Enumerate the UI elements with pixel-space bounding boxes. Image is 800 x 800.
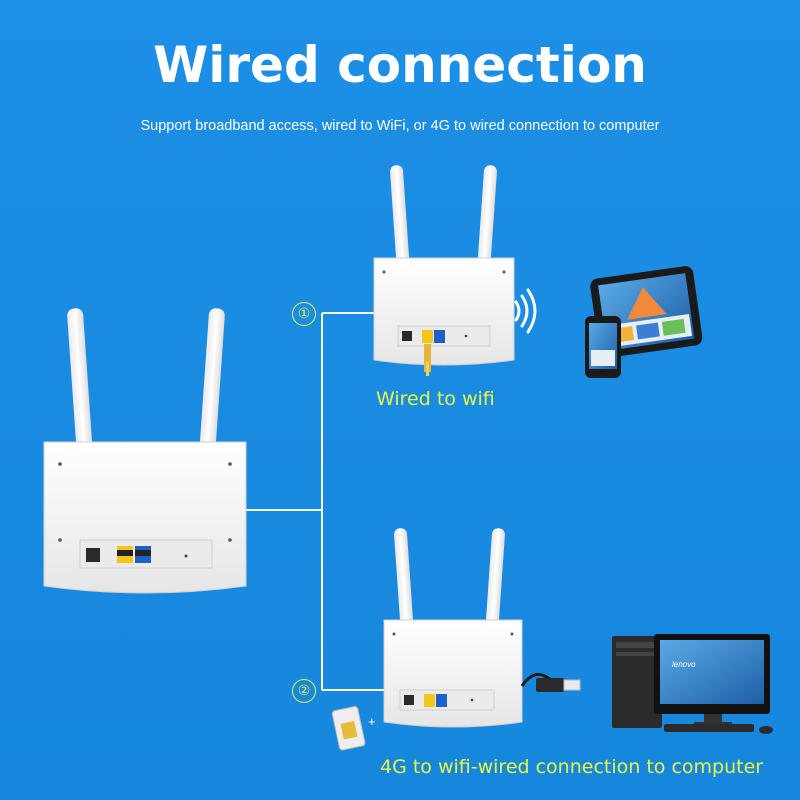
4g-router — [383, 528, 523, 728]
wifi-router — [373, 165, 515, 376]
desktop-computer — [612, 634, 773, 734]
sim-card-icon — [331, 706, 366, 751]
ethernet-cable — [520, 672, 581, 692]
sim-plus-sign: + — [368, 714, 376, 729]
connection-lines — [246, 312, 384, 691]
scenario-number-2: ② — [292, 679, 316, 703]
wifi-waves-icon — [514, 288, 537, 334]
scenario-label-4g-to-computer: 4G to wifi-wired connection to computer — [380, 756, 764, 778]
main-router — [43, 308, 247, 594]
monitor-brand-logo: lenovo — [672, 660, 696, 669]
tablet-phone-devices — [585, 266, 703, 378]
page-subtitle: Support broadband access, wired to WiFi,… — [140, 118, 660, 134]
page-title: Wired connection — [153, 36, 647, 94]
scenario-number-1: ① — [292, 302, 316, 326]
scenario-label-wired-to-wifi: Wired to wifi — [376, 388, 495, 410]
